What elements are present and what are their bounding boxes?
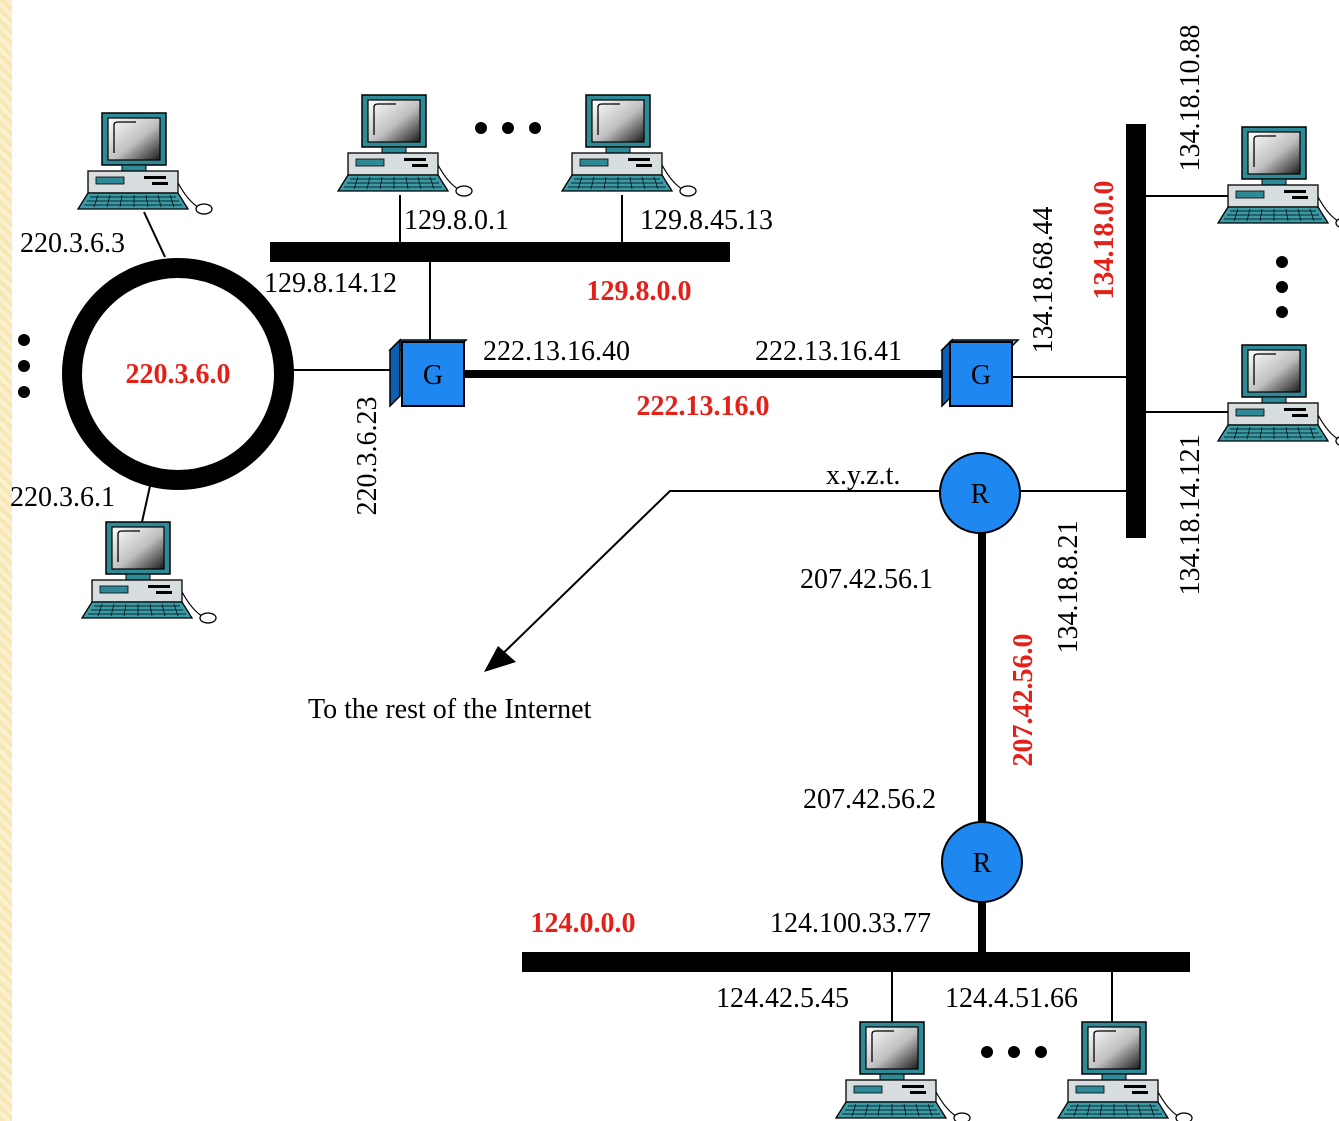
arrowhead-icon (484, 646, 516, 672)
gateway-letter: G (971, 360, 991, 391)
desktop-computer-icon (1057, 1021, 1193, 1121)
network-label-link-r: 207.42.56.0 (1008, 634, 1039, 767)
network-labels: 220.3.6.0 129.8.0.0 222.13.16.0 124.0.0.… (126, 181, 1121, 940)
router-letter: R (971, 479, 990, 510)
network-label-bottom-bus: 124.0.0.0 (531, 908, 636, 939)
ellipsis-dots-icon (475, 122, 541, 134)
address-label: 124.42.5.45 (716, 983, 849, 1014)
address-label: x.y.z.t. (826, 460, 900, 491)
address-label: 222.13.16.40 (483, 336, 630, 367)
ring-network (62, 258, 294, 490)
router-upper: R (939, 452, 1021, 534)
address-label: 124.100.33.77 (770, 908, 931, 939)
router-letter: R (973, 848, 992, 879)
gateway-icon (940, 338, 1020, 408)
address-label: 222.13.16.41 (755, 336, 902, 367)
address-label: 129.8.45.13 (640, 205, 773, 236)
gateway-letter: G (423, 360, 443, 391)
desktop-computer-icon (561, 94, 697, 197)
address-label: 220.3.6.1 (10, 482, 115, 513)
desktop-computer-icon (1217, 126, 1339, 229)
address-label: 134.18.8.21 (1053, 521, 1084, 654)
desktop-computer-icon (337, 94, 473, 197)
address-label: 134.18.14.121 (1175, 435, 1206, 596)
desktop-computer-icon (835, 1021, 971, 1121)
network-label-top-bus: 129.8.0.0 (587, 276, 692, 307)
address-labels: 220.3.6.3 220.3.6.1 220.3.6.23 129.8.0.1… (10, 25, 1206, 1015)
left-decorative-strip (0, 0, 12, 1121)
address-label: 207.42.56.2 (803, 784, 936, 815)
network-label-link-g: 222.13.16.0 (637, 391, 770, 422)
address-label: 129.8.14.12 (264, 268, 397, 299)
address-label: 207.42.56.1 (800, 564, 933, 595)
links (141, 124, 1236, 1026)
ellipsis-dots-icon (981, 1046, 1047, 1058)
desktop-computer-icon (1217, 344, 1339, 447)
router-icon (939, 452, 1021, 534)
ellipsis-dots-icon (18, 334, 30, 398)
desktop-computer-icon (77, 112, 213, 215)
address-label: 124.4.51.66 (945, 983, 1078, 1014)
network-label-ring: 220.3.6.0 (126, 359, 231, 390)
desktop-computer-icon (81, 521, 217, 624)
network-label-right-bus: 134.18.0.0 (1089, 181, 1120, 300)
gateway-icon (388, 338, 468, 408)
address-label: 134.18.68.44 (1028, 207, 1059, 354)
address-label: 220.3.6.3 (20, 228, 125, 259)
ellipsis-dots-icon (1276, 256, 1288, 318)
address-label: 134.18.10.88 (1175, 25, 1206, 172)
gateway-right: G (940, 338, 1020, 408)
router-lower: R (941, 821, 1023, 903)
gateway-left: G (388, 338, 468, 408)
internet-label: To the rest of the Internet (308, 694, 592, 725)
router-icon (941, 821, 1023, 903)
address-label: 220.3.6.23 (352, 397, 383, 516)
address-label: 129.8.0.1 (404, 205, 509, 236)
